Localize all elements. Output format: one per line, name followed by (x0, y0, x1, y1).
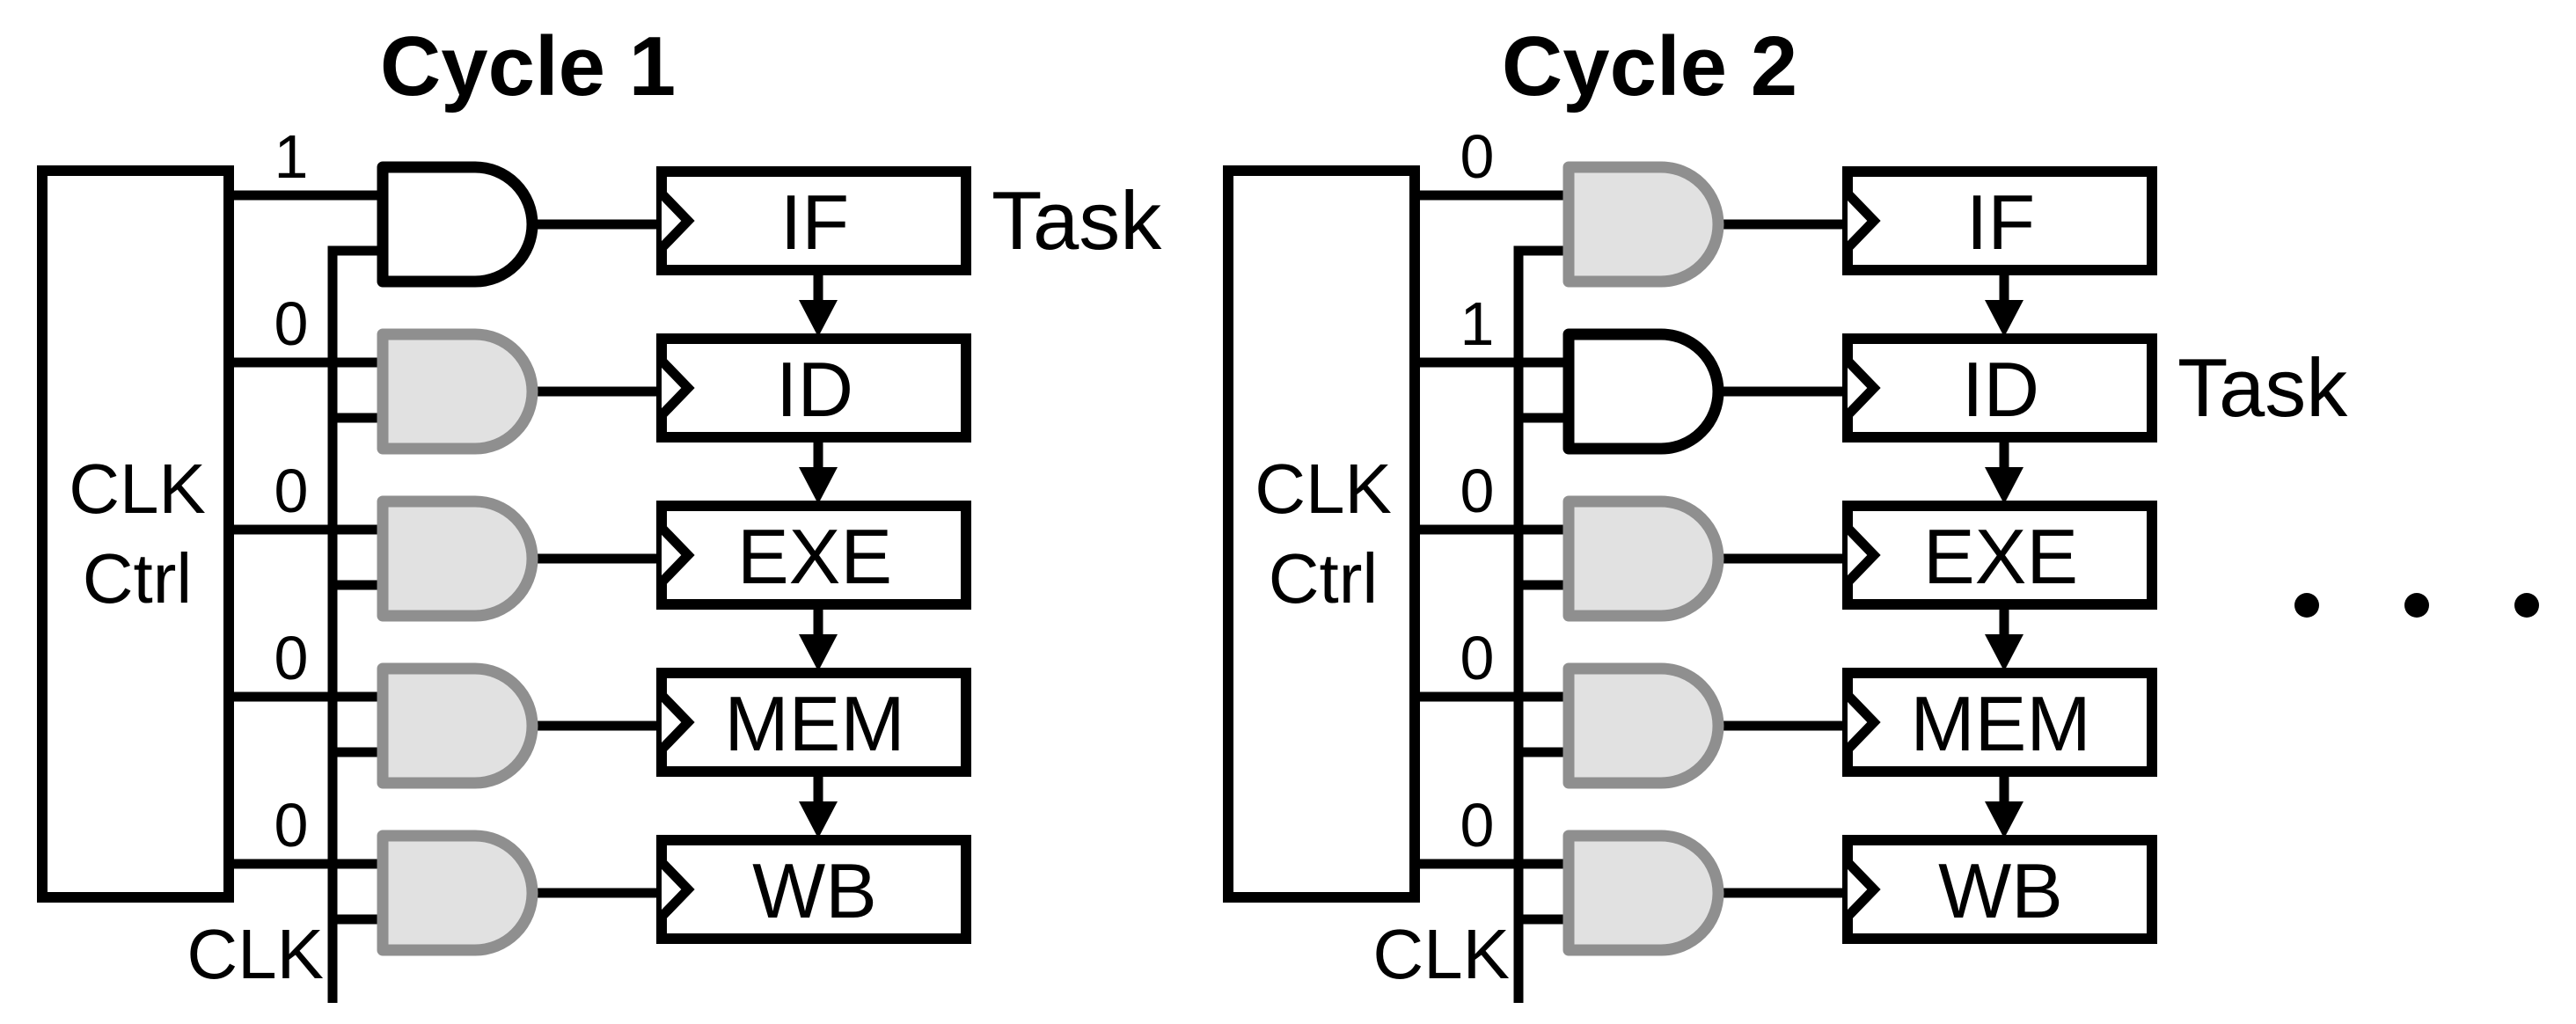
clock-chevron-icon (1844, 357, 1881, 419)
clk-ctrl-label-line1: CLK (69, 450, 206, 528)
clk-wire-label: CLK (1372, 915, 1510, 993)
and-gate-icon-wb (377, 830, 538, 956)
stage-register-id: ID (1842, 333, 2157, 443)
stage-register-wb: WB (656, 835, 971, 944)
cycle-1-panel: Cycle 1 CLK Ctrl CLK 1 0 0 0 0 (37, 19, 1162, 1003)
stage-box-mem (656, 668, 971, 777)
enable-value-if: 1 (274, 122, 309, 191)
stage-label-wb: WB (752, 847, 877, 934)
stage-register-mem: MEM (1842, 668, 2157, 777)
enable-value-mem: 0 (274, 624, 309, 692)
continuation-dots-icon (2294, 593, 2539, 618)
arrow-head-icon (1985, 467, 2023, 504)
stage-flow-arrow (1985, 443, 2023, 504)
arrow-head-icon (1985, 300, 2023, 337)
cycle-2-title: Cycle 2 (1502, 19, 1797, 113)
clk-ctrl-label-line2: Ctrl (1269, 539, 1378, 618)
enable-value-id: 1 (1460, 289, 1495, 358)
stage-flow-arrow (799, 275, 838, 337)
enable-value-wb: 0 (274, 791, 309, 859)
and-gate-icon-if (1562, 161, 1724, 288)
stage-label-mem: MEM (724, 680, 904, 767)
and-gate-icon-id (1562, 328, 1724, 455)
and-gate-icon-id (377, 328, 538, 455)
stage-register-wb: WB (1842, 835, 2157, 944)
and-gate-icon-if (377, 161, 538, 288)
stage-label-if: IF (780, 179, 849, 266)
stage-label-mem: MEM (1910, 680, 2090, 767)
stage-label-id: ID (1962, 346, 2039, 433)
clock-chevron-icon (658, 190, 695, 252)
enable-value-mem: 0 (1460, 624, 1495, 692)
enable-value-exe: 0 (274, 457, 309, 525)
task-marker: Task (992, 174, 1162, 267)
cycle-2-panel: Cycle 2 CLK Ctrl CLK 0 1 0 0 0 (1223, 19, 2348, 1003)
and-gate-icon-mem (377, 662, 538, 789)
arrow-head-icon (799, 634, 838, 671)
task-marker: Task (2177, 341, 2348, 434)
clock-chevron-icon (1844, 691, 1881, 753)
stage-flow-arrow (799, 443, 838, 504)
stage-label-exe: EXE (737, 513, 892, 600)
clock-chevron-icon (1844, 190, 1881, 252)
enable-value-id: 0 (274, 289, 309, 358)
clk-ctrl-label-line1: CLK (1255, 450, 1392, 528)
clock-chevron-icon (1844, 524, 1881, 586)
clk-ctrl-box (37, 165, 234, 903)
stage-label-if: IF (1966, 179, 2035, 266)
stage-register-if: IF (1842, 166, 2157, 275)
stage-register-if: IF (656, 166, 971, 275)
stage-flow-arrow (799, 777, 838, 838)
stage-box-id (1842, 333, 2157, 443)
arrow-head-icon (799, 467, 838, 504)
stage-flow-arrow (1985, 777, 2023, 838)
clock-chevron-icon (658, 859, 695, 920)
and-gate-icon-exe (377, 495, 538, 622)
stage-flow-arrow (799, 610, 838, 671)
arrow-head-icon (1985, 634, 2023, 671)
stage-flow-arrow (1985, 610, 2023, 671)
stage-box-exe (656, 501, 971, 610)
clock-chevron-icon (658, 524, 695, 586)
clock-chevron-icon (1844, 859, 1881, 920)
enable-value-exe: 0 (1460, 457, 1495, 525)
and-gate-icon-exe (1562, 495, 1724, 622)
stage-label-wb: WB (1938, 847, 2063, 934)
arrow-head-icon (799, 801, 838, 838)
stage-register-exe: EXE (656, 501, 971, 610)
arrow-head-icon (1985, 801, 2023, 838)
and-gate-icon-mem (1562, 662, 1724, 789)
stage-label-exe: EXE (1923, 513, 2078, 600)
clk-wire-label: CLK (187, 915, 324, 993)
arrow-head-icon (799, 300, 838, 337)
dot (2294, 593, 2319, 618)
stage-flow-arrow (1985, 275, 2023, 337)
stage-register-id: ID (656, 333, 971, 443)
clk-ctrl-box (1223, 165, 1420, 903)
clock-chevron-icon (658, 357, 695, 419)
enable-value-if: 0 (1460, 122, 1495, 191)
dot (2514, 593, 2539, 618)
cycle-1-title: Cycle 1 (380, 19, 676, 113)
enable-value-wb: 0 (1460, 791, 1495, 859)
stage-register-exe: EXE (1842, 501, 2157, 610)
stage-label-id: ID (776, 346, 853, 433)
stage-register-mem: MEM (656, 668, 971, 777)
clk-ctrl-label-line2: Ctrl (83, 539, 192, 618)
stage-box-id (656, 333, 971, 443)
and-gate-icon-wb (1562, 830, 1724, 956)
clock-chevron-icon (658, 691, 695, 753)
dot (2404, 593, 2429, 618)
